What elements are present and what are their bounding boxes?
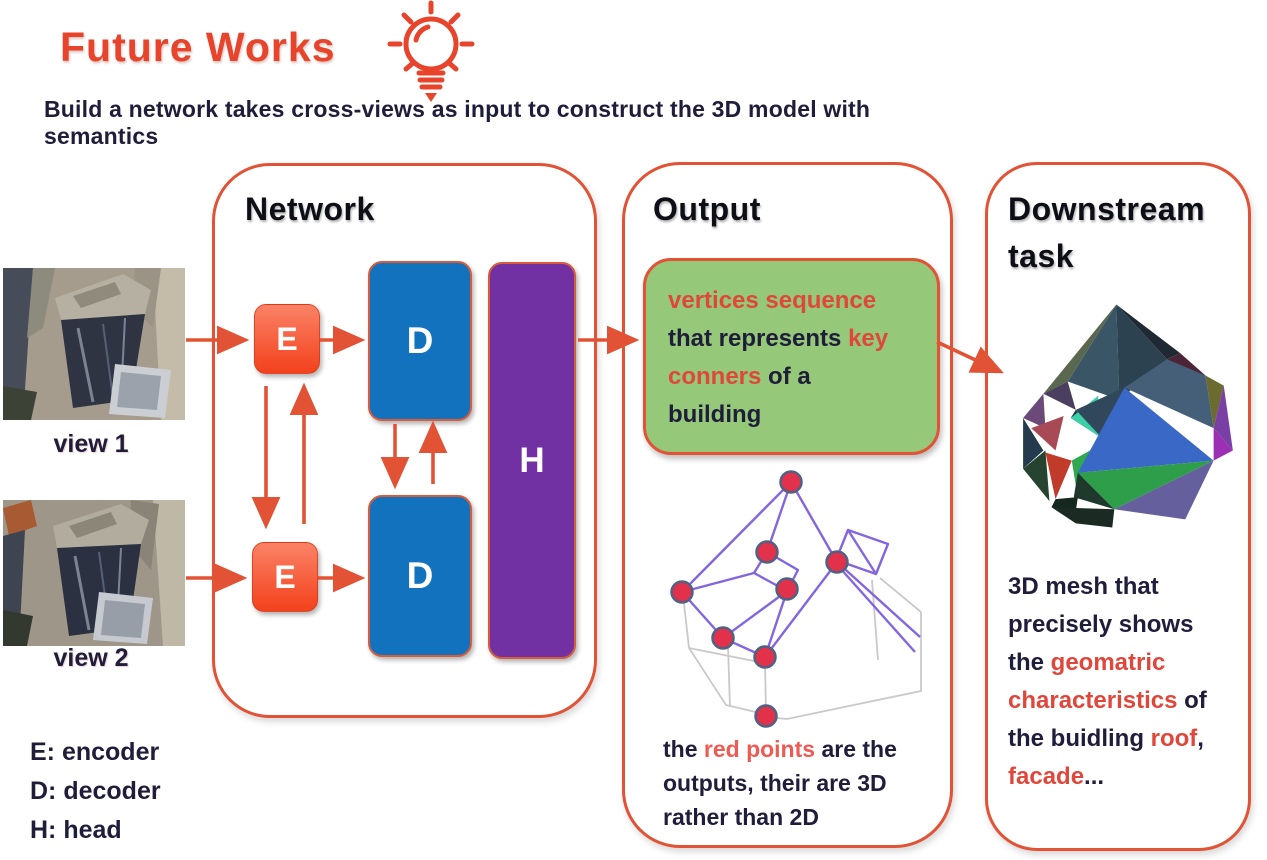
vertices-note-text: vertices sequence that represents key co… [668,287,889,428]
mesh-note: 3D mesh that precisely shows the geomatr… [1008,573,1207,790]
legend-encoder: E: encoder [30,738,160,766]
aerial-photo-view2 [3,500,185,646]
encoder2-block: E [252,542,318,612]
legend: E: encoder D: decoder H: head [30,733,161,850]
downstream-title: Downstream task [1008,191,1206,274]
legend-head: H: head [30,816,122,844]
encoder1-block: E [254,304,320,374]
decoder2-block: D [368,495,472,657]
decoder1-block: D [368,261,472,421]
wireframe-house-figure [670,470,922,728]
decoder2-label: D [406,555,434,596]
mesh-3d-figure [1023,304,1233,528]
legend-decoder: D: decoder [30,777,161,805]
red-points-note: the red points are the outputs, their ar… [663,736,897,830]
view2-label: view 2 [53,644,129,672]
encoder1-label: E [276,320,298,357]
decoder1-label: D [406,320,434,361]
slide-subtitle: Build a network takes cross-views as inp… [44,96,871,149]
vertices-note-box: vertices sequence that represents key co… [643,258,940,455]
head-label: H [519,440,545,480]
lightbulb-icon [387,0,475,102]
output-title: Output [653,191,761,227]
view1-label: view 1 [53,430,129,458]
encoder2-label: E [274,558,296,595]
head-block: H [488,262,576,659]
aerial-photo-view1 [3,268,185,420]
page-title: Future Works [60,24,336,70]
network-title: Network [245,191,375,227]
